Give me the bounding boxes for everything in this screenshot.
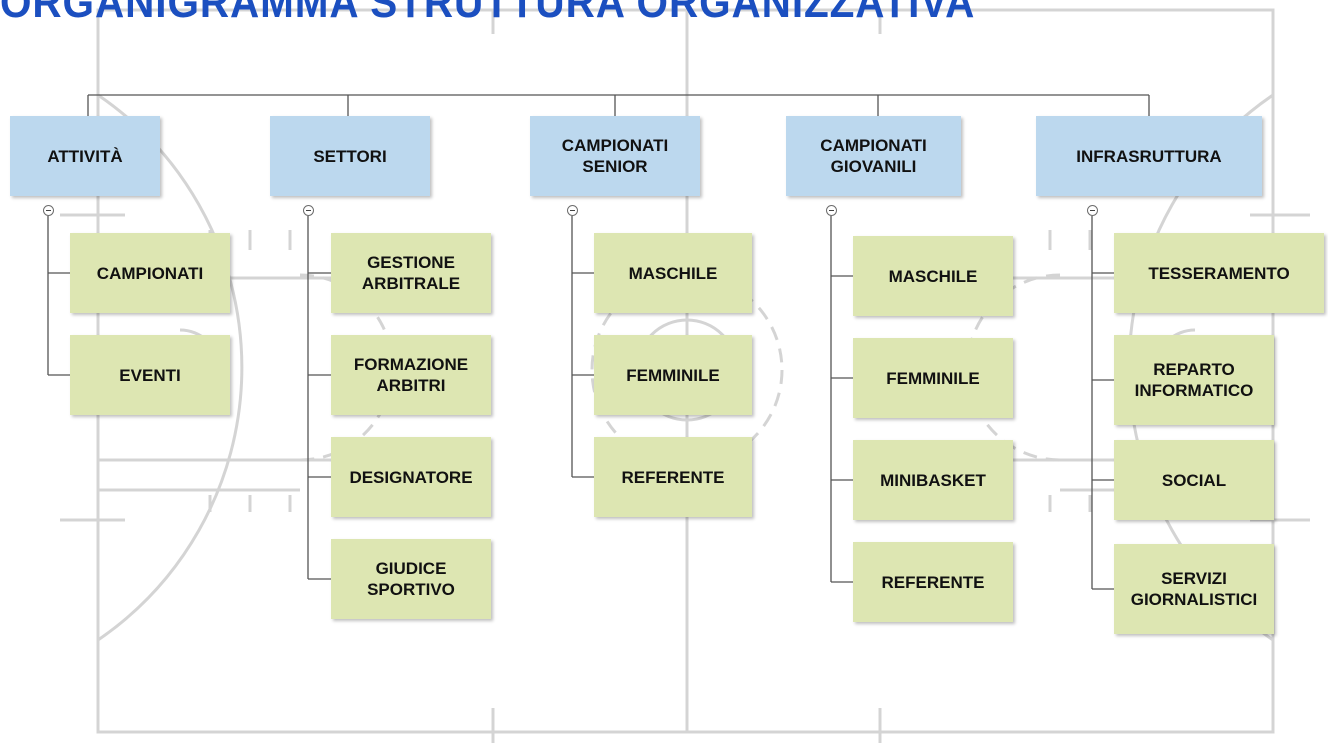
column-header-campionati-senior: CAMPIONATI SENIOR	[530, 116, 700, 196]
item-reparto-informatico: REPARTO INFORMATICO	[1114, 335, 1274, 425]
item-eventi: EVENTI	[70, 335, 230, 415]
item-tesseramento: TESSERAMENTO	[1114, 233, 1324, 313]
item-giovanili-maschile: MASCHILE	[853, 236, 1013, 316]
item-social: SOCIAL	[1114, 440, 1274, 520]
item-senior-femminile: FEMMINILE	[594, 335, 752, 415]
page-title: ORGANIGRAMMA STRUTTURA ORGANIZZATIVA	[0, 0, 976, 27]
collapse-toggle-icon[interactable]	[826, 205, 837, 216]
item-gestione-arbitrale: GESTIONE ARBITRALE	[331, 233, 491, 313]
item-servizi-giornalistici: SERVIZI GIORNALISTICI	[1114, 544, 1274, 634]
column-header-attivita: ATTIVITÀ	[10, 116, 160, 196]
item-formazione-arbitri: FORMAZIONE ARBITRI	[331, 335, 491, 415]
collapse-toggle-icon[interactable]	[303, 205, 314, 216]
collapse-toggle-icon[interactable]	[43, 205, 54, 216]
item-campionati: CAMPIONATI	[70, 233, 230, 313]
item-senior-referente: REFERENTE	[594, 437, 752, 517]
item-giovanili-femminile: FEMMINILE	[853, 338, 1013, 418]
item-minibasket: MINIBASKET	[853, 440, 1013, 520]
item-giovanili-referente: REFERENTE	[853, 542, 1013, 622]
column-header-campionati-giovanili: CAMPIONATI GIOVANILI	[786, 116, 961, 196]
item-senior-maschile: MASCHILE	[594, 233, 752, 313]
collapse-toggle-icon[interactable]	[1087, 205, 1098, 216]
column-header-infrastruttura: INFRASRUTTURA	[1036, 116, 1262, 196]
item-designatore: DESIGNATORE	[331, 437, 491, 517]
collapse-toggle-icon[interactable]	[567, 205, 578, 216]
column-header-settori: SETTORI	[270, 116, 430, 196]
item-giudice-sportivo: GIUDICE SPORTIVO	[331, 539, 491, 619]
